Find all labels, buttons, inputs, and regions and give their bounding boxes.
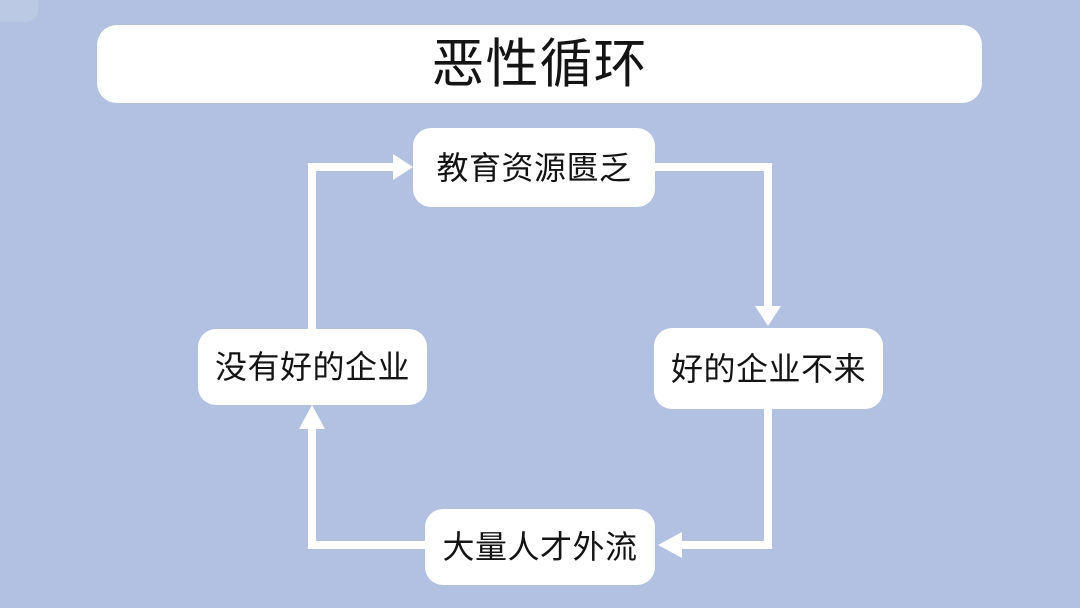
node-label: 教育资源匮乏 xyxy=(436,149,632,186)
arrow-bottom-to-left xyxy=(299,405,425,549)
diagram-title: 恶性循环 xyxy=(431,34,648,94)
node-education-resources-scarce: 教育资源匮乏 xyxy=(413,128,655,207)
node-label: 没有好的企业 xyxy=(214,349,410,385)
arrow-top-to-right xyxy=(655,163,781,326)
node-good-companies-dont-come: 好的企业不来 xyxy=(654,328,883,409)
node-no-good-companies: 没有好的企业 xyxy=(198,329,427,405)
node-massive-talent-outflow: 大量人才外流 xyxy=(425,509,655,585)
arrow-right-to-bottom xyxy=(658,409,772,558)
node-label: 大量人才外流 xyxy=(442,529,638,565)
corner-artifact xyxy=(0,0,38,22)
title-box: 恶性循环 xyxy=(97,25,982,103)
arrow-left-to-top xyxy=(308,154,413,329)
node-label: 好的企业不来 xyxy=(670,350,866,387)
